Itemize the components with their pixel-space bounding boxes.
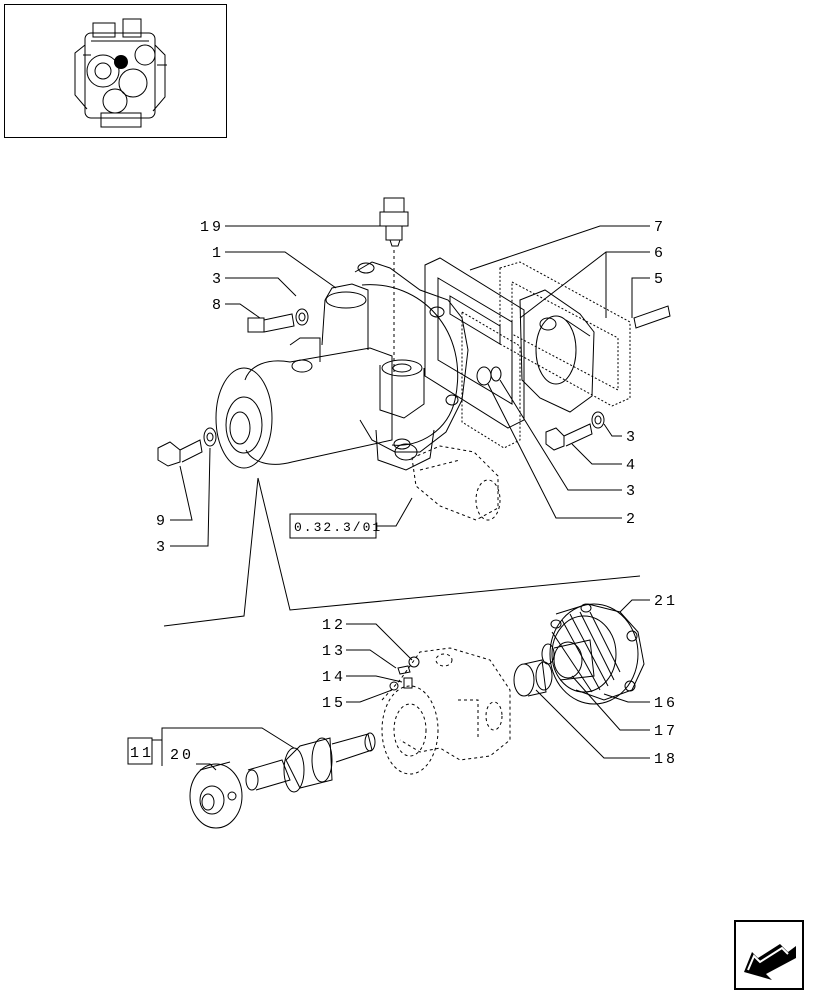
callout-9: 9 [156,513,168,530]
bolt-4 [545,411,605,451]
callout-8: 8 [212,297,224,314]
next-page-arrow-icon [744,944,796,980]
seal-18 [513,659,553,697]
group-number: 11 [130,745,154,762]
reference-label[interactable]: 0.32.3/01 [294,520,382,535]
leader-lines-upper [163,225,650,627]
callout-4: 4 [626,457,638,474]
callout-5: 5 [654,271,666,288]
callout-13: 13 [322,643,346,660]
callout-7: 7 [654,219,666,236]
small-fittings [389,656,420,691]
callout-labels: 19 1 3 8 7 6 5 3 4 3 2 9 3 21 12 13 14 1… [130,219,678,768]
pump-housing [215,261,469,471]
callout-3c: 3 [626,483,638,500]
outlet-pipe-reference [411,445,501,521]
callout-6: 6 [654,245,666,262]
callout-12: 12 [322,617,346,634]
callout-2: 2 [626,511,638,528]
leader-lines-lower [152,599,650,771]
temperature-sensor [379,197,409,372]
callout-15: 15 [322,695,346,712]
callout-19: 19 [200,219,224,236]
callout-21: 21 [654,593,678,610]
callout-18: 18 [654,751,678,768]
callout-3d: 3 [156,539,168,556]
thermostat-cover [519,289,595,413]
location-highlight-dot [114,55,128,69]
callout-17: 17 [654,723,678,740]
group-box [127,737,153,765]
impeller-16-17 [541,603,645,705]
callout-3b: 3 [626,429,638,446]
gasket-6-front [461,311,521,449]
callout-16: 16 [654,695,678,712]
lower-housing-dashed [381,647,511,775]
next-page-button[interactable] [734,920,804,990]
nut-2 [476,366,502,386]
stud-5 [633,305,671,329]
callout-3a: 3 [212,271,224,288]
callout-20: 20 [170,747,194,764]
callout-14: 14 [322,669,346,686]
bolt-9 [157,427,217,467]
callout-1: 1 [212,245,224,262]
bolt-8 [247,308,309,333]
shaft-bearing-20 [245,732,376,793]
reference-box [289,513,377,539]
engine-thumbnail-icon [74,18,167,128]
engine-locator-thumbnail [4,4,227,138]
hub-flange [189,761,243,829]
gasket-7 [424,257,525,429]
gasket-6-rear [499,261,631,407]
